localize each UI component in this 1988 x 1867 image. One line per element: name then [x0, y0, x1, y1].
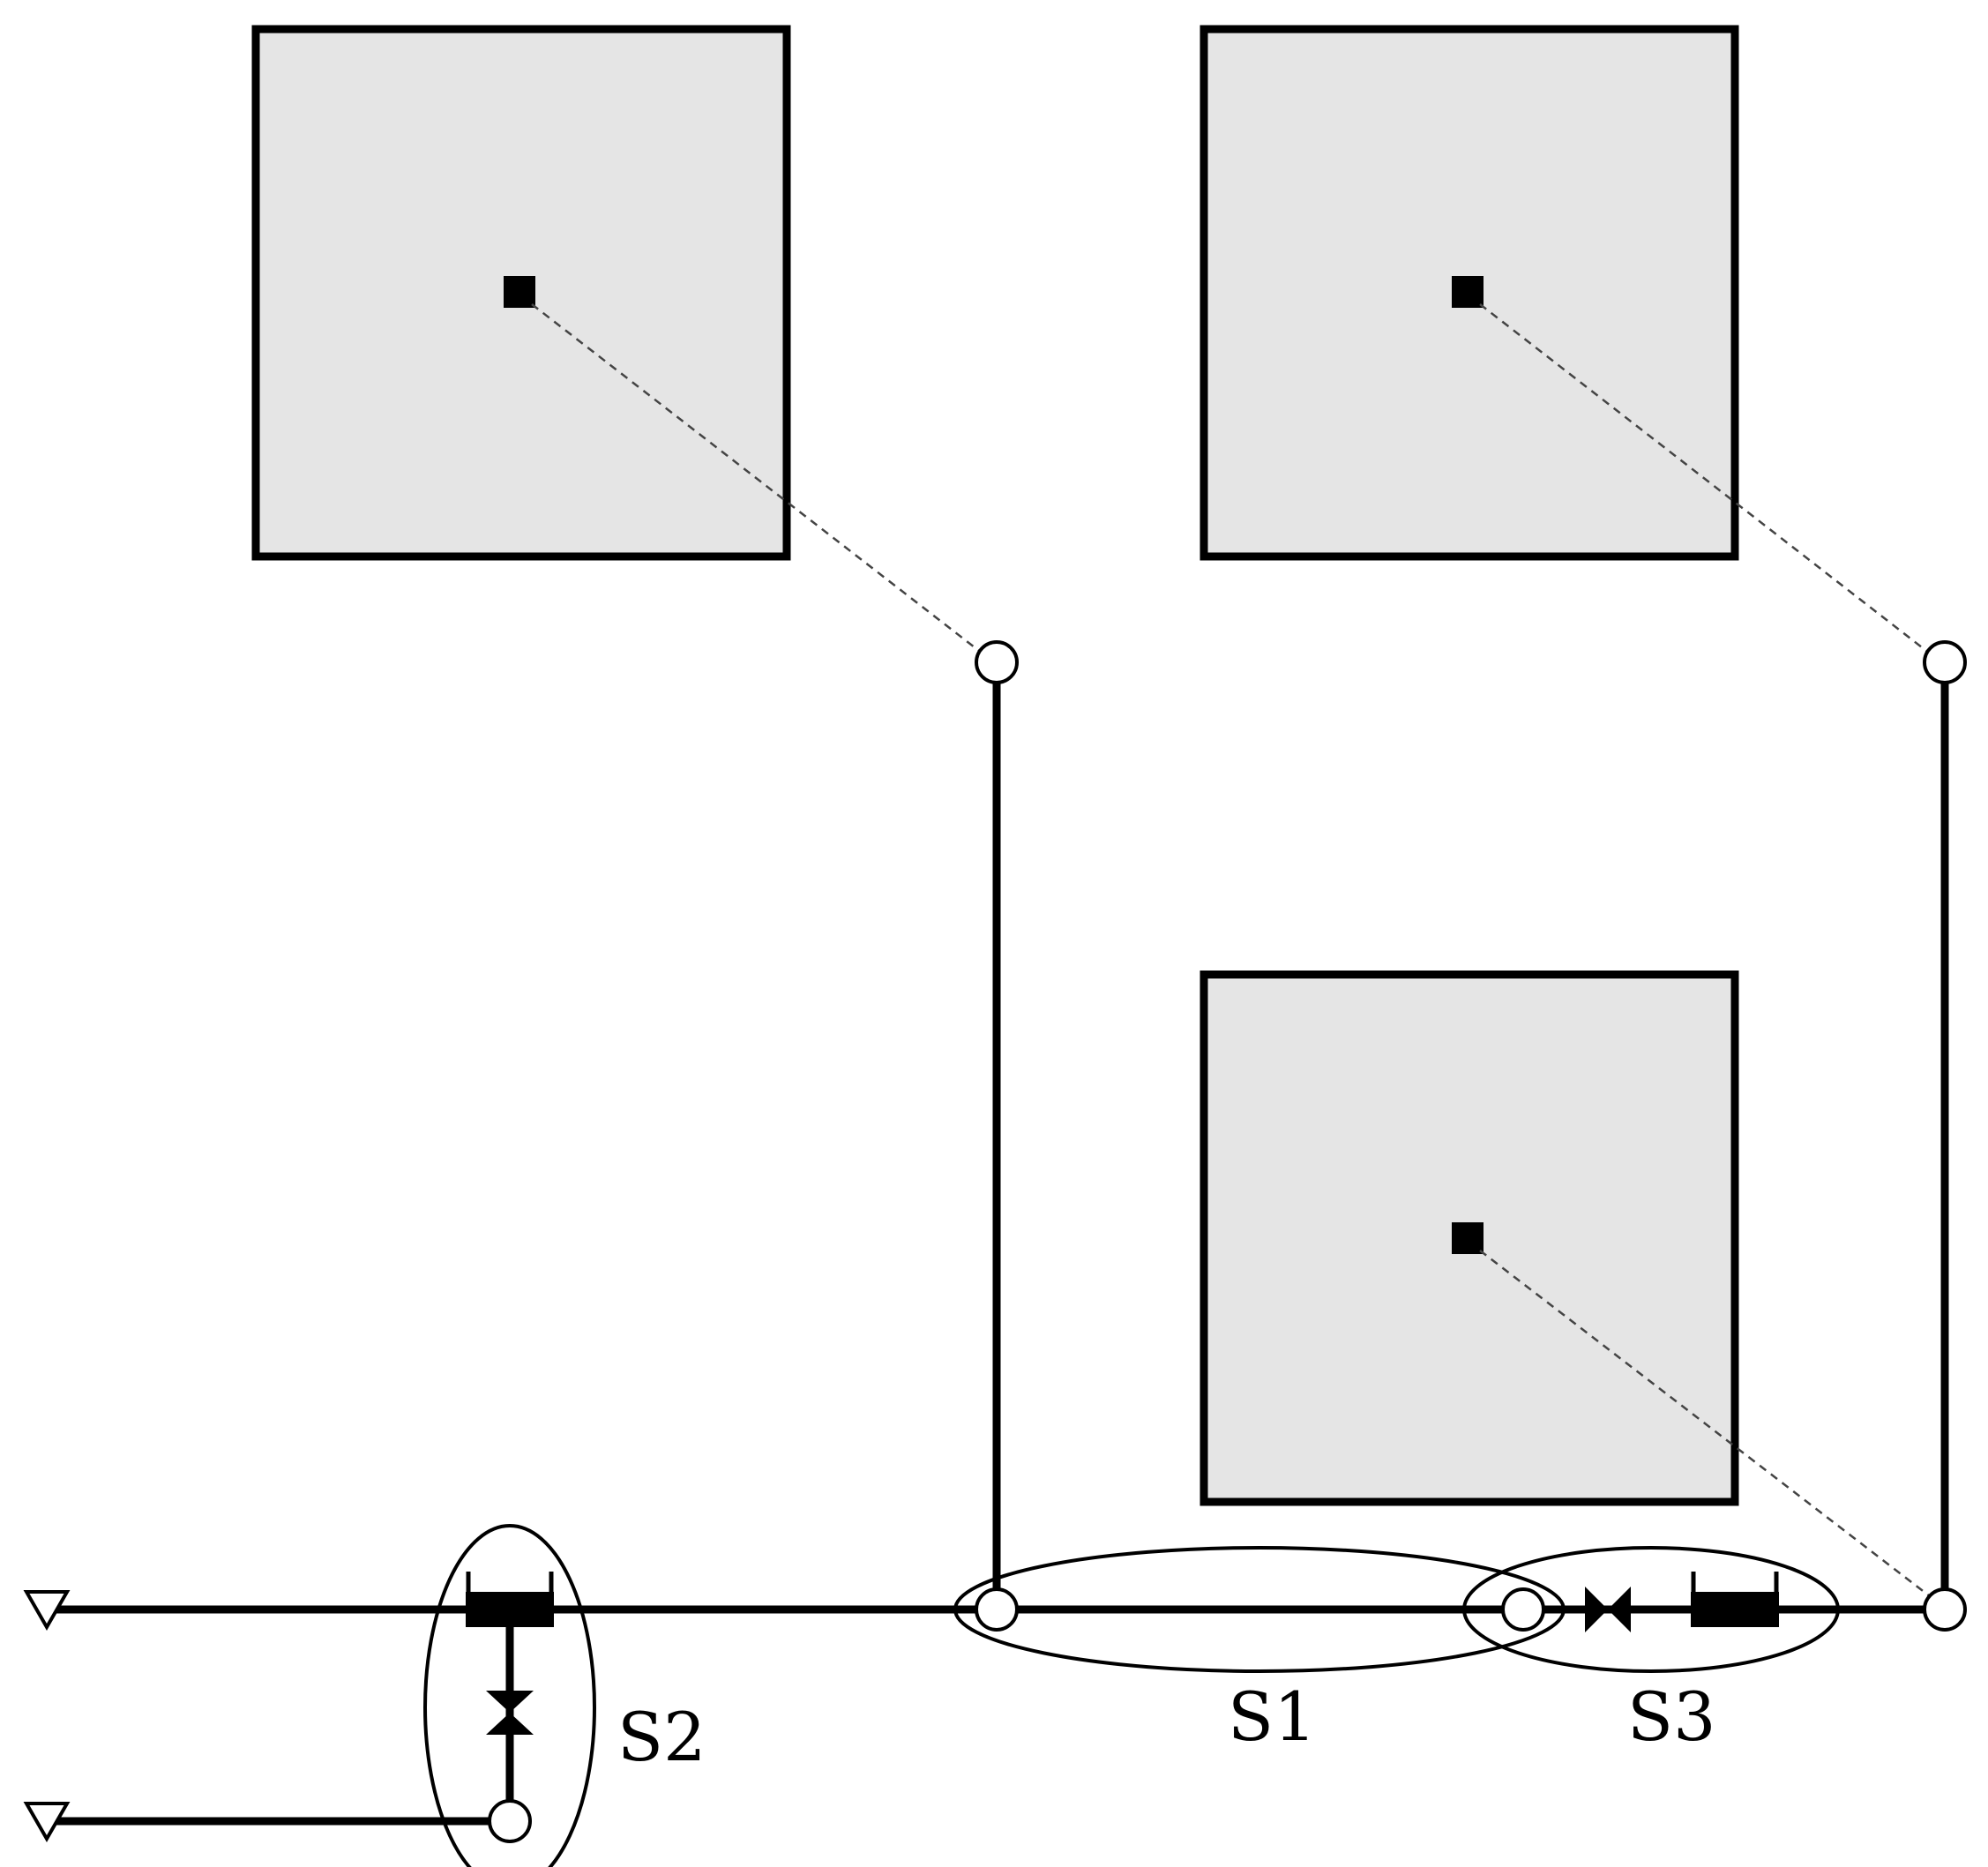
open-circle-icon: [1923, 640, 1967, 684]
tank-icon: [466, 1572, 554, 1627]
open-circle-icon: [488, 1799, 532, 1843]
room-top-left: [251, 25, 791, 561]
open-circle-icon: [975, 640, 1019, 684]
filled-square-icon: [1452, 276, 1484, 308]
zone-s3-ellipse: [1462, 1546, 1840, 1673]
bowtie-valve-icon: [486, 1691, 534, 1735]
room-top-right: [1200, 25, 1739, 561]
open-circle-icon: [975, 1587, 1019, 1632]
open-circle-icon: [1501, 1587, 1545, 1632]
label-s1: S1: [1228, 1677, 1316, 1756]
filled-square-icon: [504, 276, 535, 308]
triangle-inlet-icon: [23, 1802, 71, 1843]
link-line-room-top-right: [1479, 303, 1931, 654]
zone-s2-ellipse: [423, 1524, 596, 1867]
open-circle-icon: [1923, 1587, 1967, 1632]
room-bottom-right: [1200, 970, 1739, 1506]
label-s3: S3: [1627, 1677, 1715, 1756]
link-line-room-top-left: [531, 303, 983, 654]
filled-square-icon: [1452, 1222, 1484, 1254]
link-line-room-bottom-right: [1479, 1250, 1931, 1597]
zone-s1-ellipse: [953, 1546, 1566, 1673]
bowtie-valve-icon: [1585, 1587, 1631, 1632]
label-s2: S2: [617, 1698, 706, 1776]
tank-icon: [1691, 1572, 1779, 1627]
triangle-inlet-icon: [23, 1590, 71, 1632]
